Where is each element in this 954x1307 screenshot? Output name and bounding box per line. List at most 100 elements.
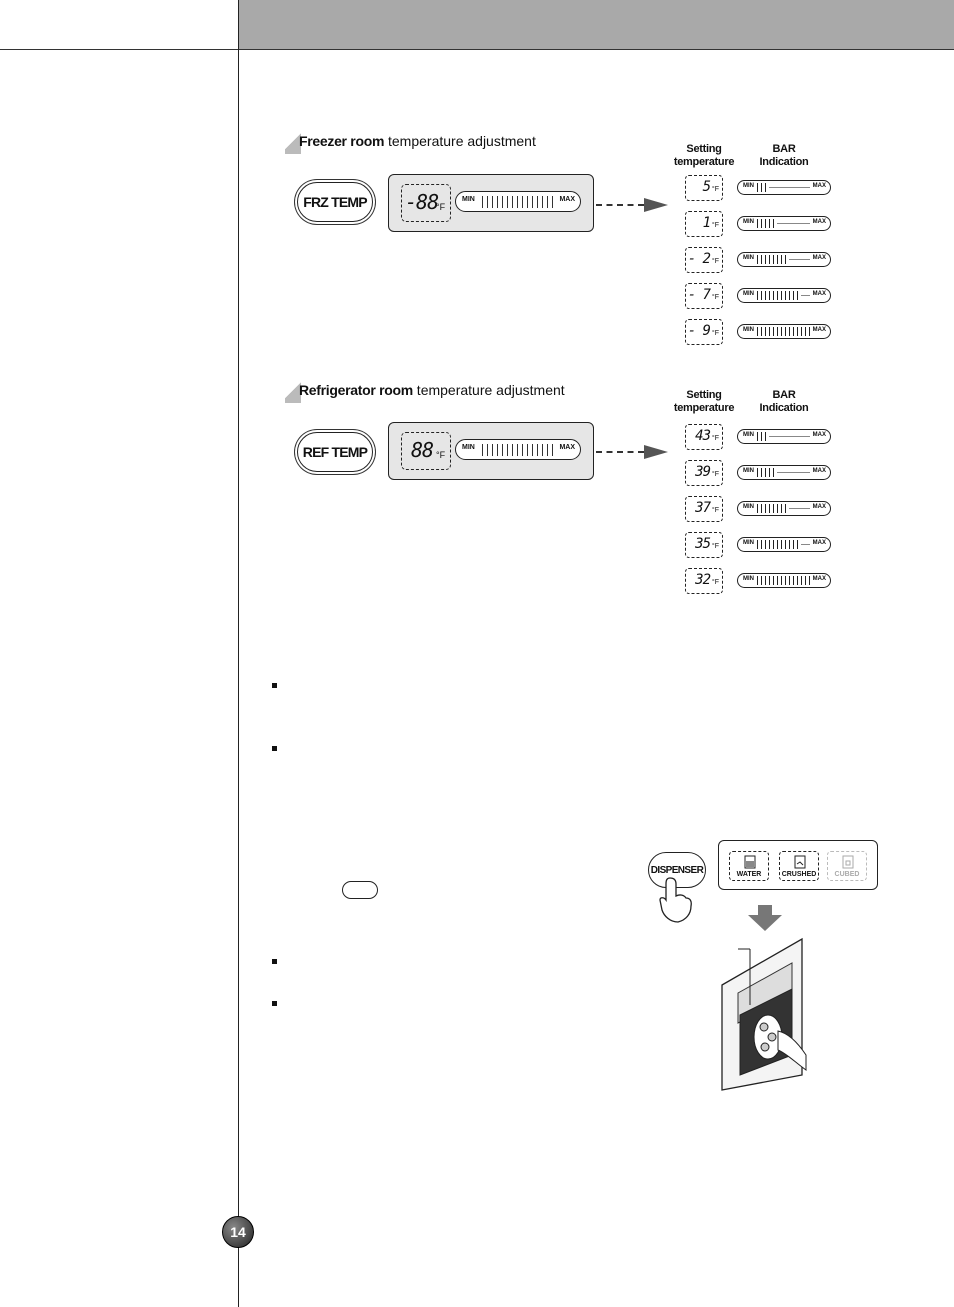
bar-empty-line — [801, 295, 810, 296]
cubed-option[interactable]: CUBED — [827, 851, 867, 881]
setting-temperature-box: 37°F — [685, 496, 723, 522]
setting-temperature-value: - 9 — [687, 323, 711, 339]
bar-max-label: MAX — [812, 183, 826, 189]
bar-level-ticks — [757, 183, 766, 192]
refrigerator-display-panel: 88 °F MIN MAX — [388, 422, 594, 480]
bar-ticks — [482, 196, 556, 208]
freezer-digits: -88 — [405, 190, 439, 214]
freezer-level-bar: MIN MAX — [455, 191, 581, 212]
pressing-finger-icon — [659, 877, 692, 923]
crushed-option[interactable]: CRUSHED — [779, 851, 819, 881]
bar-min-label: MIN — [743, 183, 754, 189]
bullet-marker — [272, 959, 277, 964]
bar-level-ticks — [757, 432, 766, 441]
bar-empty-line — [801, 544, 810, 545]
setting-temperature-box: 35°F — [685, 532, 723, 558]
bar-ticks — [482, 444, 556, 456]
bar-max-label: MAX — [812, 255, 826, 261]
bar-max-label: MAX — [812, 576, 826, 582]
setting-temperature-value: 39 — [695, 464, 711, 480]
bar-level-ticks — [757, 327, 810, 336]
bar-empty-line — [789, 508, 810, 509]
freezer-digit-display: -88 °F — [401, 184, 451, 222]
bar-min-label: MIN — [462, 444, 475, 451]
dispenser-button[interactable]: DISPENSER — [648, 852, 706, 888]
refrigerator-section-title: Refrigerator room temperature adjustment — [299, 382, 565, 398]
bar-max-label: MAX — [812, 504, 826, 510]
setting-temperature-unit: °F — [711, 258, 719, 265]
setting-temperature-box: - 9°F — [685, 319, 723, 345]
freezer-unit: °F — [436, 202, 446, 212]
bullet-marker — [272, 1001, 277, 1006]
setting-temperature-box: 32°F — [685, 568, 723, 594]
down-arrow-icon — [748, 905, 782, 931]
freezer-section-title: Freezer room temperature adjustment — [299, 133, 536, 149]
refrigerator-digit-display: 88 °F — [401, 432, 451, 470]
setting-temperature-value: - 2 — [687, 251, 711, 267]
freezer-display-panel: -88 °F MIN MAX — [388, 174, 594, 232]
section-marker — [285, 381, 301, 403]
bar-level-ticks — [757, 540, 798, 549]
bar-min-label: MIN — [743, 291, 754, 297]
setting-temperature-unit: °F — [711, 507, 719, 514]
dispenser-selection-panel: WATER CRUSHED CUBED — [718, 840, 878, 890]
setting-temperature-box: 43°F — [685, 424, 723, 450]
bullet-marker — [272, 746, 277, 751]
dispenser-illustration — [721, 937, 807, 1091]
ref-temp-button[interactable]: REF TEMP — [297, 432, 373, 472]
refrigerator-unit: °F — [436, 450, 446, 460]
section-marker — [285, 132, 301, 154]
bar-level-ticks — [757, 504, 786, 513]
bar-indication: MIN MAX — [737, 180, 831, 195]
bar-empty-line — [777, 472, 810, 473]
bar-max-label: MAX — [559, 444, 575, 451]
setting-temperature-box: 5°F — [685, 175, 723, 201]
bar-empty-line — [769, 436, 810, 437]
refrigerator-arrow-head — [644, 445, 668, 459]
frz-temp-button[interactable]: FRZ TEMP — [297, 182, 373, 222]
water-glass-icon — [744, 855, 756, 869]
setting-temperature-unit: °F — [711, 579, 719, 586]
bar-empty-line — [769, 187, 810, 188]
bar-max-label: MAX — [812, 468, 826, 474]
bar-min-label: MIN — [743, 432, 754, 438]
bar-max-label: MAX — [812, 327, 826, 333]
setting-temperature-value: 43 — [695, 428, 711, 444]
bar-max-label: MAX — [812, 432, 826, 438]
header-left-band — [0, 0, 238, 50]
setting-temperature-box: - 2°F — [685, 247, 723, 273]
bar-empty-line — [777, 223, 810, 224]
water-option[interactable]: WATER — [729, 851, 769, 881]
bar-min-label: MIN — [743, 327, 754, 333]
bar-level-ticks — [757, 291, 798, 300]
freezer-arrow-head — [644, 198, 668, 212]
setting-temperature-unit: °F — [711, 222, 719, 229]
bar-level-ticks — [757, 576, 810, 585]
bar-max-label: MAX — [812, 291, 826, 297]
setting-temperature-unit: °F — [711, 186, 719, 193]
ice-cube-icon — [842, 855, 854, 869]
setting-temperature-value: 1 — [702, 215, 712, 231]
page-number: 14 — [222, 1216, 254, 1248]
bar-max-label: MAX — [812, 219, 826, 225]
setting-temperature-box: 1°F — [685, 211, 723, 237]
bar-indication: MIN MAX — [737, 429, 831, 444]
setting-temperature-value: 5 — [702, 179, 712, 195]
bar-empty-line — [789, 259, 810, 260]
bullet-marker — [272, 683, 277, 688]
bar-indication: MIN MAX — [737, 324, 831, 339]
bar-min-label: MIN — [743, 540, 754, 546]
setting-temperature-box: - 7°F — [685, 283, 723, 309]
bar-min-label: MIN — [743, 468, 754, 474]
header-gray-band — [238, 0, 954, 50]
freezer-dashed-arrow — [596, 204, 644, 206]
bar-level-ticks — [757, 255, 786, 264]
setting-temperature-unit: °F — [711, 435, 719, 442]
bar-indication: MIN MAX — [737, 288, 831, 303]
bar-max-label: MAX — [559, 196, 575, 203]
